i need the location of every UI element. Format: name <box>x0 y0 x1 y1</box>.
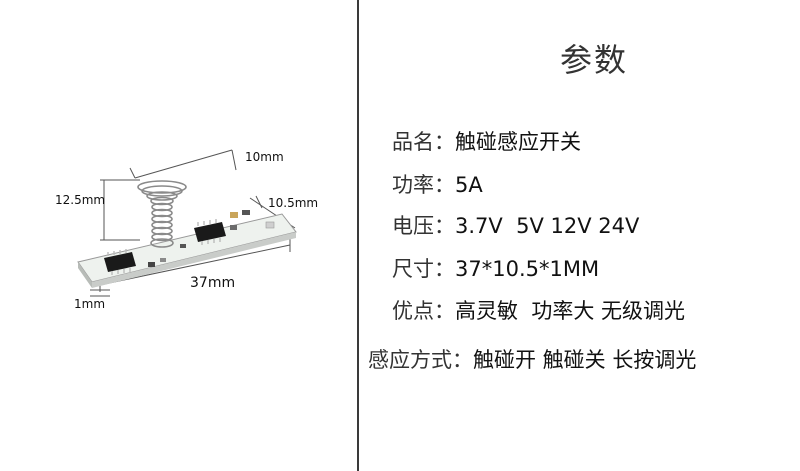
ic-chip-left <box>104 249 136 275</box>
dimension-label-10-5mm: 10.5mm <box>268 196 319 210</box>
ic-chip-right <box>194 219 226 245</box>
touch-switch-module-drawing <box>77 149 297 297</box>
spec-row-voltage: 电压：3.7V 5V 12V 24V <box>392 210 639 240</box>
dimension-label-12-5mm: 12.5mm <box>55 193 106 207</box>
smd-components <box>148 210 275 267</box>
spec-row-advantages: 优点：高灵敏 功率大 无级调光 <box>392 295 685 325</box>
spec-row-product-name: 品名：触碰感应开关 <box>392 126 581 156</box>
page-title: 参数 <box>560 41 629 79</box>
spec-value: 触碰开 触碰关 长按调光 <box>473 348 697 372</box>
spec-value: 3.7V 5V 12V 24V <box>455 214 640 238</box>
spec-label: 品名： <box>392 130 455 154</box>
spec-value: 37*10.5*1MM <box>455 257 600 281</box>
spec-label: 感应方式： <box>368 348 473 372</box>
dimension-label-37mm: 37mm <box>190 275 236 291</box>
dimension-lines <box>90 149 296 297</box>
spring <box>137 180 187 248</box>
spec-value: 高灵敏 功率大 无级调光 <box>455 299 686 323</box>
vertical-divider <box>357 0 359 471</box>
spec-value: 5A <box>455 173 483 197</box>
spec-label: 尺寸： <box>392 257 455 281</box>
product-illustration-panel: 10mm 12.5mm 10.5mm 37mm 1mm <box>0 0 357 471</box>
spec-row-power: 功率：5A <box>392 169 483 199</box>
dimension-label-1mm: 1mm <box>74 297 106 311</box>
dimension-label-10mm: 10mm <box>245 150 284 164</box>
spec-label: 功率： <box>392 173 455 197</box>
spec-label: 电压： <box>392 214 455 238</box>
spec-label: 优点： <box>392 299 455 323</box>
spec-row-sensing-mode: 感应方式：触碰开 触碰关 长按调光 <box>368 344 696 374</box>
spec-row-size: 尺寸：37*10.5*1MM <box>392 253 599 283</box>
spec-value: 触碰感应开关 <box>455 130 581 154</box>
